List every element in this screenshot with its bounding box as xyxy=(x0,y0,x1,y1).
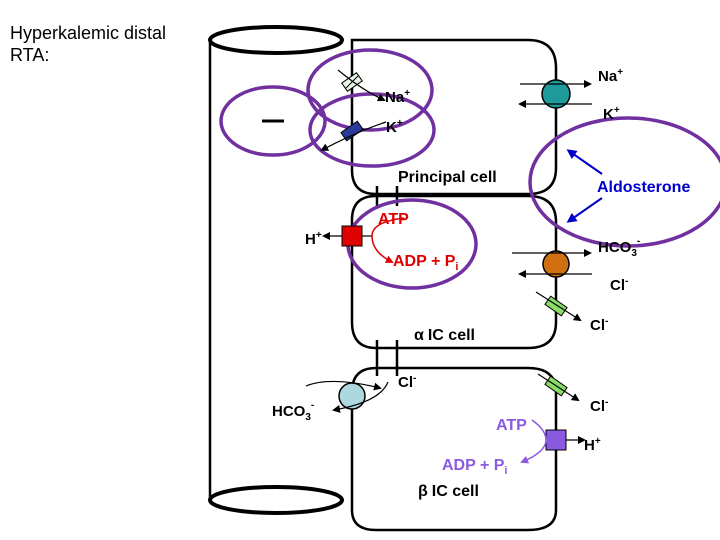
highlight-na-channel xyxy=(306,48,434,132)
k-exit-arrow xyxy=(320,121,387,151)
atp-alpha-label: ATP xyxy=(378,211,409,228)
principal-cell-label: Principal cell xyxy=(398,169,497,186)
h-beta-label: H+ xyxy=(584,436,601,454)
cl-channel-alpha xyxy=(535,291,582,322)
k-basolateral-label: K+ xyxy=(603,105,620,123)
cl-channel-beta xyxy=(537,373,580,402)
atp-hydrolysis-arc-alpha xyxy=(371,217,405,263)
cl-beta-right-label: Cl- xyxy=(590,397,608,415)
principal-cell-membrane xyxy=(350,38,558,196)
cl-alpha-label-2: Cl- xyxy=(590,316,608,334)
k-apical-label: K+ xyxy=(386,118,403,136)
apical-arrows xyxy=(320,69,387,151)
k-channel xyxy=(340,120,364,142)
lumen-top-opening xyxy=(208,25,344,55)
adp-beta-label: ADP + Pi xyxy=(442,457,507,477)
page-title: Hyperkalemic distal RTA: xyxy=(10,22,166,66)
na-apical-label: Na+ xyxy=(385,88,410,106)
hco3-alpha-label: HCO3- xyxy=(598,236,640,259)
title-line-1: Hyperkalemic distal xyxy=(10,23,167,43)
lumen-bottom-opening xyxy=(208,485,344,515)
cl-hco3-exchanger-beta xyxy=(305,380,389,413)
tight-junctions xyxy=(375,186,399,376)
aldosterone-arrows xyxy=(566,149,603,223)
cl-entry-arc-beta xyxy=(305,380,382,391)
hco3-cl-exchanger-alpha xyxy=(512,249,592,278)
h-atpase-beta xyxy=(520,419,586,464)
na-basolateral-label: Na+ xyxy=(598,67,623,85)
tubule-lumen xyxy=(208,25,344,515)
adp-alpha-label: ADP + Pi xyxy=(393,253,458,273)
aldosterone-label: Aldosterone xyxy=(597,179,690,196)
cl-alpha-label-1: Cl- xyxy=(610,276,628,294)
hco3-exit-arc-beta xyxy=(332,381,389,413)
na-channel xyxy=(341,72,363,92)
highlight-h-atpase-alpha xyxy=(346,198,478,290)
na-entry-arrow xyxy=(337,69,386,102)
hco3-beta-label: HCO3- xyxy=(272,400,314,423)
highlight-lumen-negative xyxy=(219,85,327,157)
cl-beta-top-label: Cl- xyxy=(398,373,416,391)
highlight-aldosterone xyxy=(528,116,720,248)
beta-ic-cell-membrane xyxy=(350,366,558,532)
na-k-atpase xyxy=(518,78,592,110)
alpha-ic-cell-membrane xyxy=(350,194,558,350)
h-atpase-alpha xyxy=(322,217,405,263)
atp-hydrolysis-arc-beta xyxy=(520,419,547,464)
h-alpha-label: H+ xyxy=(305,230,322,248)
labels: Na+ K+ Na+ K+ Principal cell Aldosterone… xyxy=(272,67,690,500)
atp-beta-label: ATP xyxy=(496,417,527,434)
title-line-2: RTA: xyxy=(10,45,50,65)
